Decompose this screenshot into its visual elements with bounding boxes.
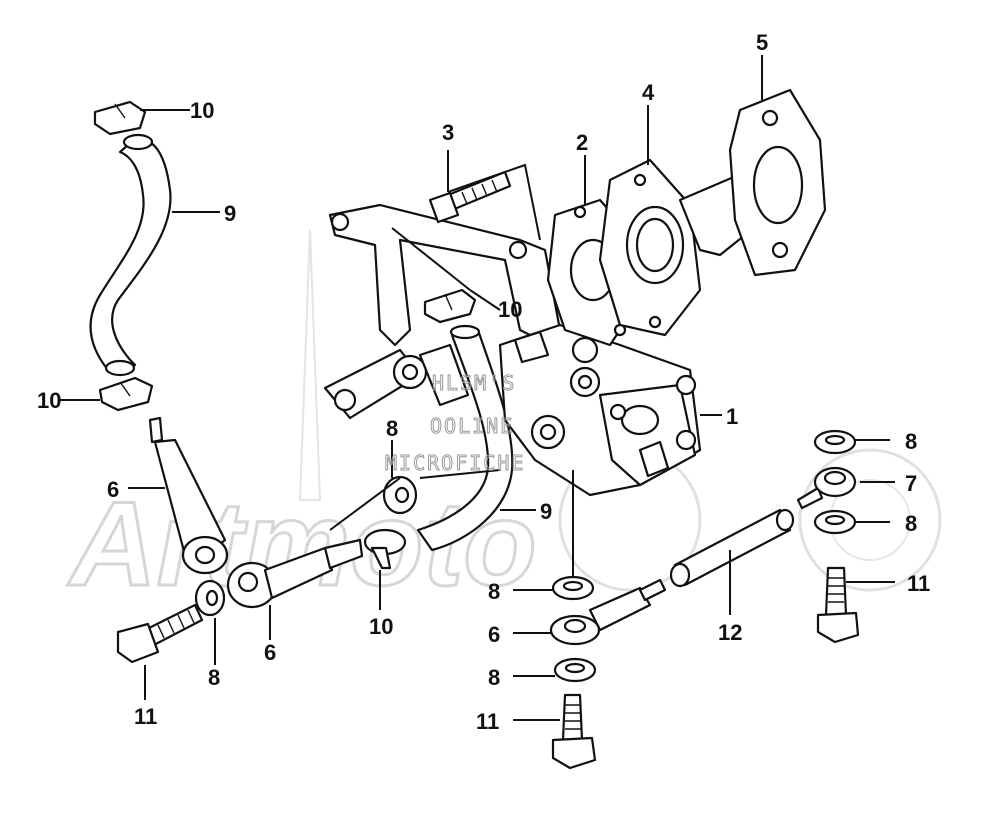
- sealing-washer-lower-2: [553, 657, 597, 683]
- sealing-washer-right-top: [813, 429, 857, 455]
- callout-8-lower-top: 8: [488, 579, 500, 604]
- pump-flange: [598, 158, 702, 337]
- svg-text:MICROFICHE: MICROFICHE: [385, 451, 525, 475]
- banjo-bolt-lower: [551, 693, 597, 770]
- callout-5: 5: [756, 30, 768, 55]
- sealing-washer-lower-1: [551, 575, 595, 601]
- callout-6-left: 6: [107, 477, 119, 502]
- callout-9-lower: 9: [540, 499, 552, 524]
- shaft-gasket: [728, 88, 827, 277]
- hose-clip-top: [93, 100, 147, 136]
- svg-text:Artmoto: Artmoto: [67, 477, 537, 611]
- callout-7: 7: [905, 471, 917, 496]
- watermark-text: HLSM'S OOLINE MICROFICHE: [385, 371, 525, 476]
- leader-lines: [60, 55, 895, 721]
- callout-10-left: 10: [37, 388, 61, 413]
- callout-6-middle: 6: [264, 640, 276, 665]
- svg-text:OOLINE: OOLINE: [430, 414, 514, 438]
- svg-text:HLSM'S: HLSM'S: [432, 371, 516, 395]
- callout-11-left: 11: [134, 704, 157, 729]
- pump-bracket: [328, 203, 562, 347]
- control-lever: [323, 343, 470, 420]
- callout-8-left: 8: [208, 665, 220, 690]
- oil-hose-upper: [89, 133, 172, 377]
- banjo-bolt-right: [816, 566, 860, 644]
- callout-2: 2: [576, 130, 588, 155]
- callout-8-right-bottom: 8: [905, 511, 917, 536]
- callout-11-lower: 11: [476, 709, 499, 734]
- callout-8-middle: 8: [386, 416, 398, 441]
- sealing-washer-left: [194, 579, 226, 617]
- hose-clip-left: [98, 376, 154, 412]
- hose-clip-bracket: [423, 288, 477, 324]
- callout-10-bracket: 10: [498, 297, 522, 322]
- banjo-fitting-left: [148, 416, 229, 575]
- mounting-bolt: [428, 170, 512, 224]
- sealing-washer-middle: [382, 475, 418, 515]
- callout-11-right: 11: [907, 571, 930, 596]
- callout-8-right-top: 8: [905, 429, 917, 454]
- callout-labels: 1 2 3 4 5 6 6 6 7 8 8 8 8 8 8 9 9 10 10 …: [37, 30, 930, 734]
- callout-10-top: 10: [190, 98, 214, 123]
- watermark-logo: Artmoto: [66, 229, 942, 613]
- callout-12: 12: [718, 620, 742, 645]
- oil-pump-body: [498, 323, 702, 497]
- oil-pipe: [669, 508, 795, 588]
- callout-1: 1: [726, 404, 738, 429]
- callout-6-lower: 6: [488, 622, 500, 647]
- callout-3: 3: [442, 120, 454, 145]
- callout-10-middle: 10: [369, 614, 393, 639]
- banjo-fitting-middle: [226, 538, 364, 609]
- banjo-bolt-left: [116, 603, 204, 664]
- union-fitting: [796, 466, 857, 510]
- banjo-fitting-right: [549, 578, 667, 646]
- callout-4: 4: [642, 80, 655, 105]
- sealing-washer-right-bottom: [813, 509, 857, 535]
- hose-clip-middle: [363, 528, 407, 570]
- callout-8-lower-bottom: 8: [488, 665, 500, 690]
- callout-9-upper: 9: [224, 201, 236, 226]
